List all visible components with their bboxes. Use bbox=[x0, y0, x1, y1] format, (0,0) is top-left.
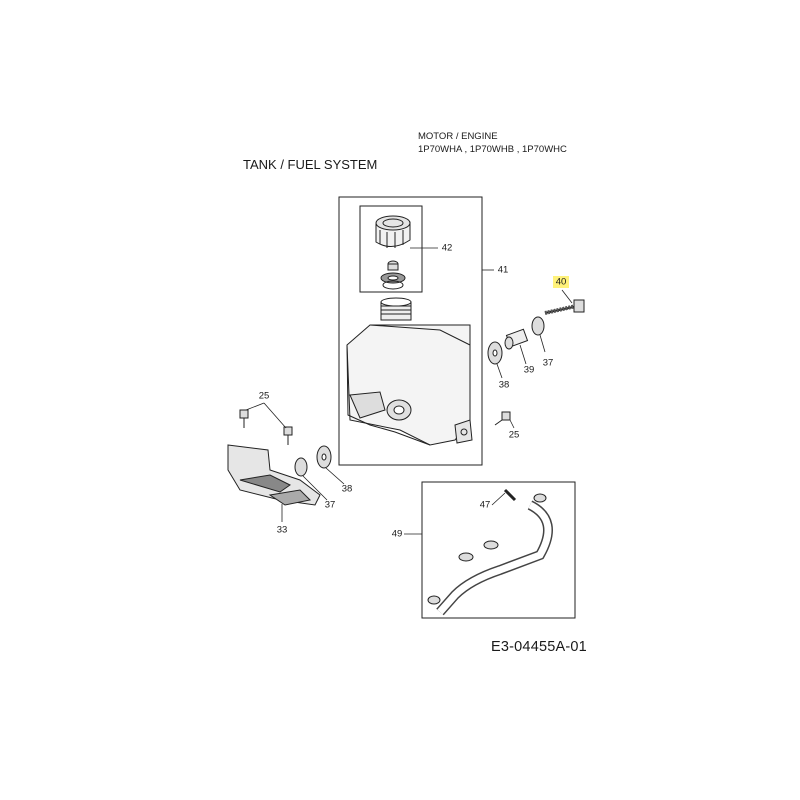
fuel-hose-part bbox=[427, 488, 553, 616]
screws-25-left-part bbox=[239, 409, 293, 445]
engine-models-label: 1P70WHA , 1P70WHB , 1P70WHC bbox=[418, 144, 567, 155]
callout-33: 33 bbox=[276, 524, 288, 536]
bracket-33-part bbox=[227, 444, 321, 506]
callout-41: 41 bbox=[497, 264, 509, 276]
hose-group-bracket bbox=[421, 481, 428, 619]
callout-37-right: 37 bbox=[542, 357, 554, 369]
cap-group-frame bbox=[359, 205, 423, 293]
callout-39: 39 bbox=[523, 364, 535, 376]
fuel-tank-part bbox=[346, 297, 473, 446]
grommet-38-right-part bbox=[487, 341, 503, 365]
callout-38-left: 38 bbox=[341, 483, 353, 495]
callout-47: 47 bbox=[479, 499, 491, 511]
tank-group-frame bbox=[338, 196, 483, 466]
section-title: TANK / FUEL SYSTEM bbox=[243, 157, 378, 172]
washer-37-left-part bbox=[294, 457, 308, 477]
bolt-40-part bbox=[544, 299, 585, 315]
callout-25-left: 25 bbox=[258, 390, 270, 402]
callout-38-right: 38 bbox=[498, 379, 510, 391]
screw-25-right-part bbox=[494, 411, 511, 426]
callout-42: 42 bbox=[441, 242, 453, 254]
fuel-cap-part bbox=[375, 215, 411, 290]
spacer-39-part bbox=[504, 328, 529, 350]
callout-37-left: 37 bbox=[324, 499, 336, 511]
grommet-38-left-part bbox=[316, 445, 332, 469]
callout-49: 49 bbox=[391, 528, 403, 540]
callout-25-right: 25 bbox=[508, 429, 520, 441]
highlight-marker bbox=[553, 276, 569, 288]
motor-engine-label: MOTOR / ENGINE bbox=[418, 131, 498, 142]
drawing-id: E3-04455A-01 bbox=[491, 639, 587, 655]
callout-40: 40 bbox=[555, 276, 567, 288]
leader-lines bbox=[245, 247, 573, 535]
washer-37-right-part bbox=[531, 316, 545, 336]
